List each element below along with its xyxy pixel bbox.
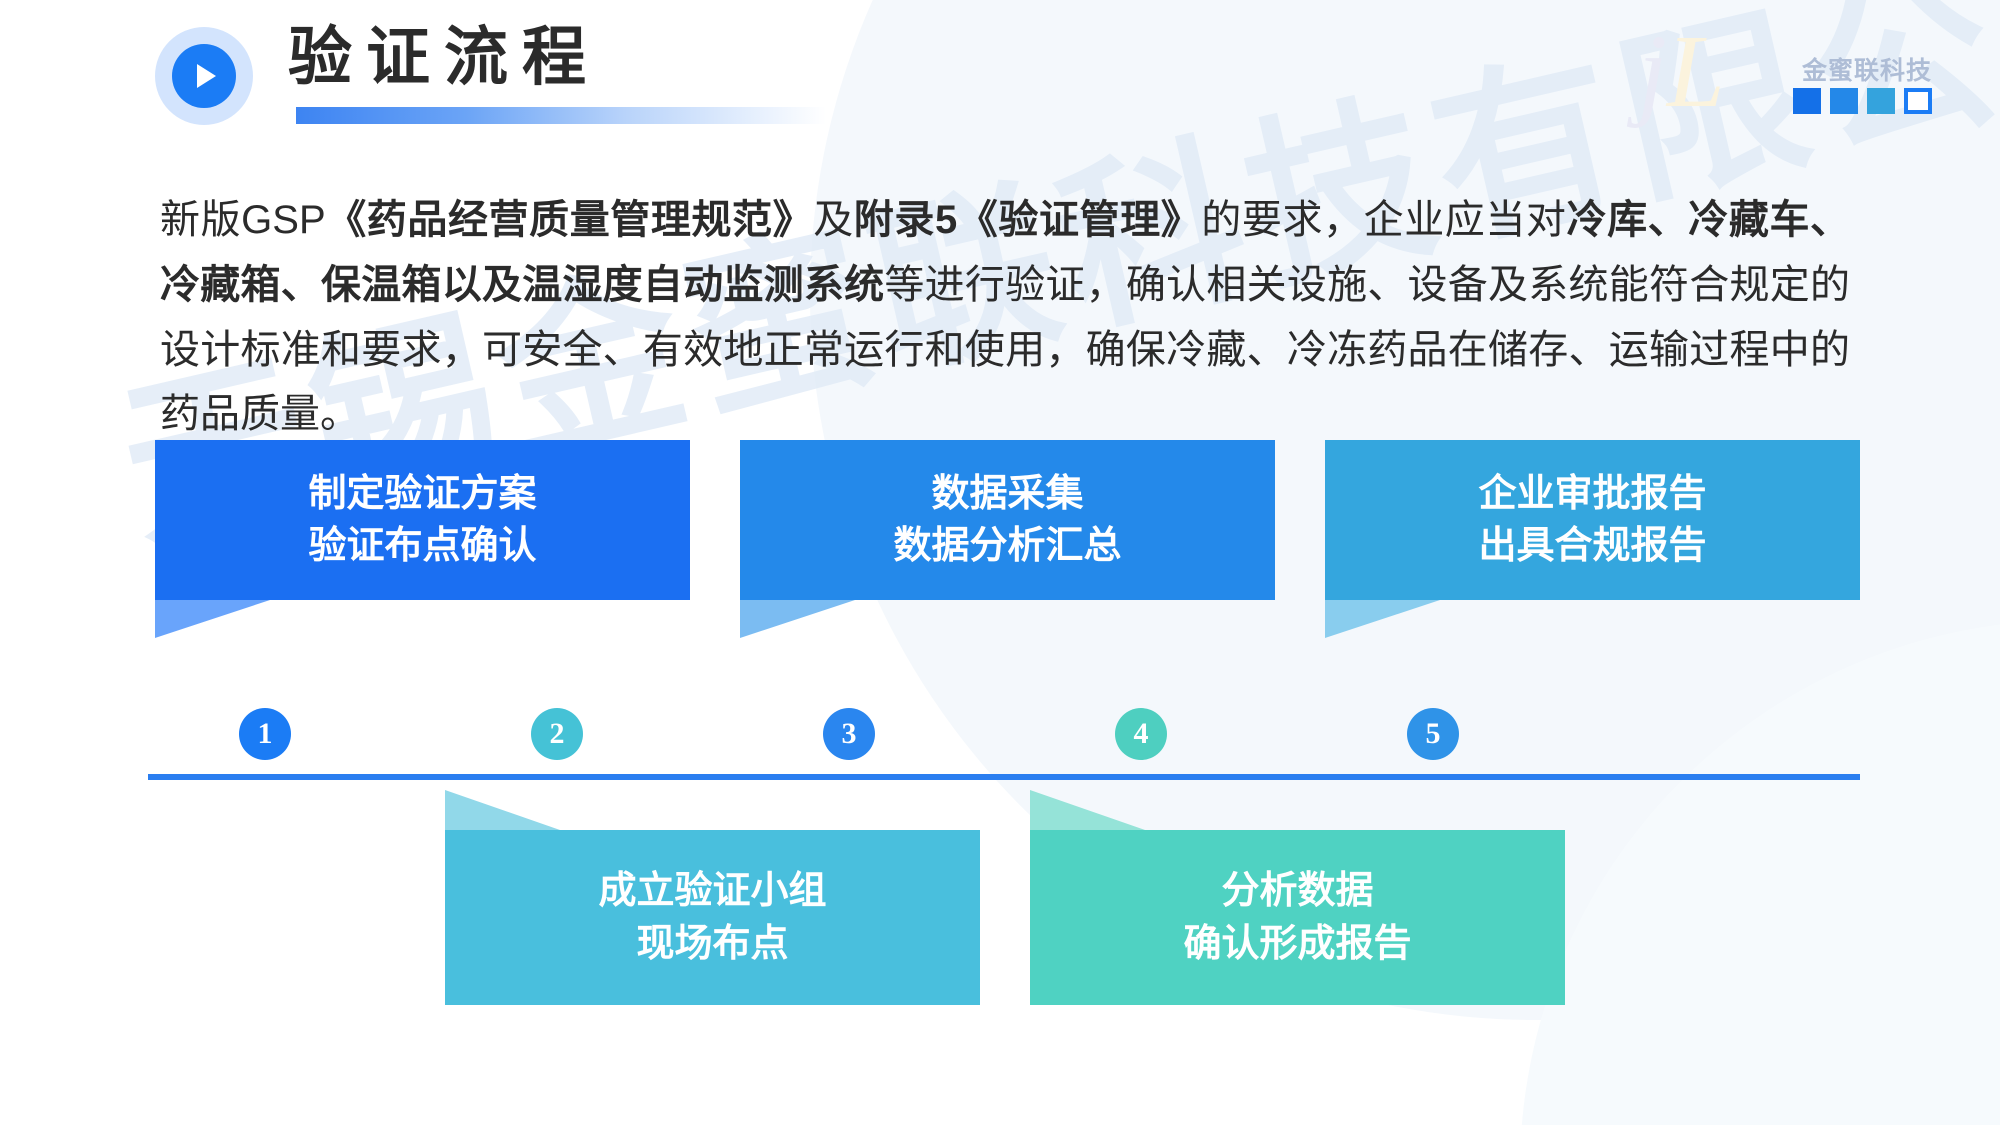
intro-seg-3: 及 [813,198,854,242]
flow-step-box-5[interactable]: 企业审批报告 出具合规报告 [1325,440,1860,638]
page-title: 验证流程 [288,21,600,93]
flow-step-2-line1: 成立验证小组 [598,870,827,913]
flow-step-5-line1: 企业审批报告 [1478,472,1707,515]
flow-step-4-line2: 确认形成报告 [1183,922,1412,965]
page-header: 验证流程 [0,0,2000,150]
title-underline-bar [296,107,826,124]
intro-paragraph: 新版GSP《药品经营质量管理规范》及附录5《验证管理》的要求，企业应当对冷库、冷… [160,188,1850,447]
flow-step-1-tail [155,600,270,638]
flow-step-2-tail [445,790,560,830]
company-logo: jL 金蜜联科技 [1638,14,1938,124]
flow-step-1-line1: 制定验证方案 [308,472,537,515]
play-icon [172,44,236,108]
intro-seg-7: 等进行验证，确认相关设施、设备及系统能符合规定的设计标准和要求，可安全、有效地正… [160,262,1850,437]
logo-square-3 [1867,88,1895,114]
logo-square-4 [1904,88,1932,114]
intro-seg-4: 附录5《验证管理》 [853,198,1202,242]
flow-step-number-2[interactable]: 2 [531,708,583,760]
flow-step-3-tail [740,600,855,638]
intro-seg-5: 的要求，企业应当对 [1201,198,1567,242]
logo-company-name: 金蜜联科技 [1801,57,1932,85]
flow-step-5-line2: 出具合规报告 [1478,525,1707,567]
intro-seg-2: 《药品经营质量管理规范》 [325,198,814,242]
logo-mark-part1: j [1638,14,1667,129]
flow-step-3-line1: 数据采集 [931,472,1084,515]
flow-step-number-5[interactable]: 5 [1407,708,1459,760]
logo-square-2 [1830,88,1858,114]
logo-squares-icon [1793,88,1932,114]
play-triangle-icon [197,64,216,88]
intro-seg-6: 冷库、冷藏车、冷藏箱、保温箱以及温湿度自动监测系统 [160,198,1851,307]
flow-step-box-3[interactable]: 数据采集 数据分析汇总 [740,440,1275,638]
logo-square-1 [1793,88,1821,114]
flow-step-box-4[interactable]: 分析数据 确认形成报告 [1030,790,1565,1005]
validation-flow-diagram: 制定验证方案 验证布点确认 数据采集 数据分析汇总 企业审批报告 出具合规报告 … [0,430,2000,1080]
flow-step-number-1[interactable]: 1 [239,708,291,760]
flow-step-4-tail [1030,790,1145,830]
flow-step-2-line2: 现场布点 [636,922,789,965]
flow-step-4-line1: 分析数据 [1221,870,1374,913]
flow-step-number-3[interactable]: 3 [823,708,875,760]
flow-step-number-4[interactable]: 4 [1115,708,1167,760]
flow-step-3-line2: 数据分析汇总 [893,525,1122,567]
flow-axis-line [148,774,1860,780]
flow-step-box-1[interactable]: 制定验证方案 验证布点确认 [155,440,690,638]
intro-seg-1: 新版GSP [160,198,326,242]
flow-step-1-line2: 验证布点确认 [308,525,537,567]
flow-step-5-tail [1325,600,1440,638]
logo-mark-icon: jL [1638,20,1725,124]
logo-mark-part2: L [1666,14,1725,129]
flow-step-box-2[interactable]: 成立验证小组 现场布点 [445,790,980,1005]
